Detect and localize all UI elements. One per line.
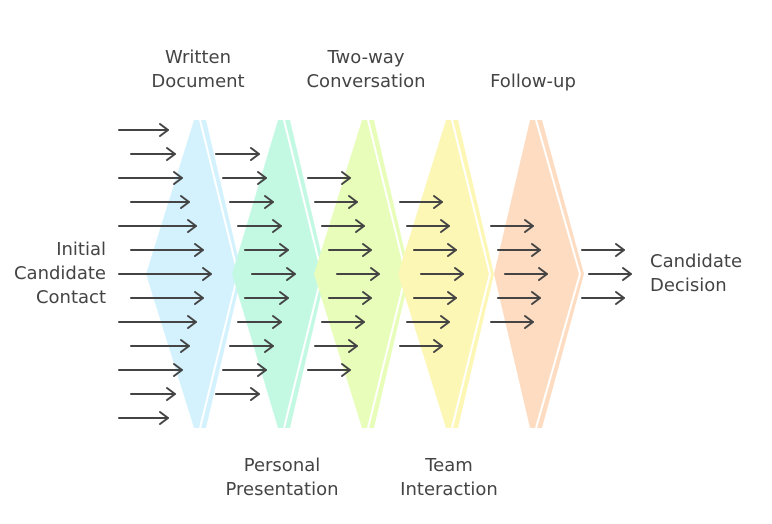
stage-label-follow-up: Follow-up [490, 71, 576, 92]
flow-arrow [413, 243, 457, 257]
flow-arrow [307, 363, 351, 377]
flow-arrow [215, 147, 260, 161]
flow-arrow [118, 315, 197, 329]
flow-arrow [215, 387, 260, 401]
flow-arrows [118, 123, 632, 425]
flow-arrow [237, 219, 282, 233]
flow-arrow [328, 243, 372, 257]
flow-arrow [229, 339, 274, 353]
flow-arrow [497, 243, 541, 257]
end-label: Candidate Decision [650, 251, 743, 296]
flow-arrow [222, 171, 267, 185]
flow-arrow [307, 171, 351, 185]
stage-label-personal-presentation: Personal Presentation [225, 455, 339, 500]
flow-arrow [130, 195, 190, 209]
flow-arrow [130, 339, 190, 353]
stage-chevron-highlight-follow-up [535, 119, 582, 429]
flow-arrow [588, 267, 632, 281]
flow-arrow [420, 267, 464, 281]
flow-arrow [399, 195, 443, 209]
flow-arrow [251, 267, 296, 281]
flow-arrow [118, 219, 197, 233]
flow-arrow [497, 291, 541, 305]
flow-arrow [229, 195, 274, 209]
stage-chevron-highlight-team-interaction [451, 119, 492, 429]
flow-arrow [237, 315, 282, 329]
flow-arrow [504, 267, 548, 281]
flow-arrow [399, 339, 443, 353]
flow-arrow [118, 171, 183, 185]
flow-arrow [118, 267, 212, 281]
flow-arrow [314, 339, 358, 353]
flow-arrow [490, 315, 534, 329]
stage-label-written-document: Written Document [151, 47, 245, 92]
flow-arrow [336, 267, 380, 281]
stage-label-team-interaction: Team Interaction [400, 455, 498, 500]
flow-arrow [130, 147, 176, 161]
flow-arrow [406, 219, 450, 233]
flow-arrow [118, 411, 169, 425]
flow-arrow [490, 219, 534, 233]
start-label: Initial Candidate Contact [13, 239, 106, 308]
flow-arrow [314, 195, 358, 209]
flow-arrow [244, 291, 289, 305]
flow-arrow [321, 315, 365, 329]
flow-arrow [222, 363, 267, 377]
flow-arrow [118, 123, 169, 137]
flow-arrow [130, 291, 204, 305]
flow-arrow [581, 243, 625, 257]
flow-arrow [406, 315, 450, 329]
flow-arrow [130, 243, 204, 257]
flow-arrow [328, 291, 372, 305]
flow-arrow [321, 219, 365, 233]
flow-arrow [130, 387, 176, 401]
flow-arrow [244, 243, 289, 257]
stage-label-two-way-conversation: Two-way Conversation [306, 47, 426, 92]
flow-arrow [413, 291, 457, 305]
flow-arrow [118, 363, 183, 377]
flow-arrow [581, 291, 625, 305]
